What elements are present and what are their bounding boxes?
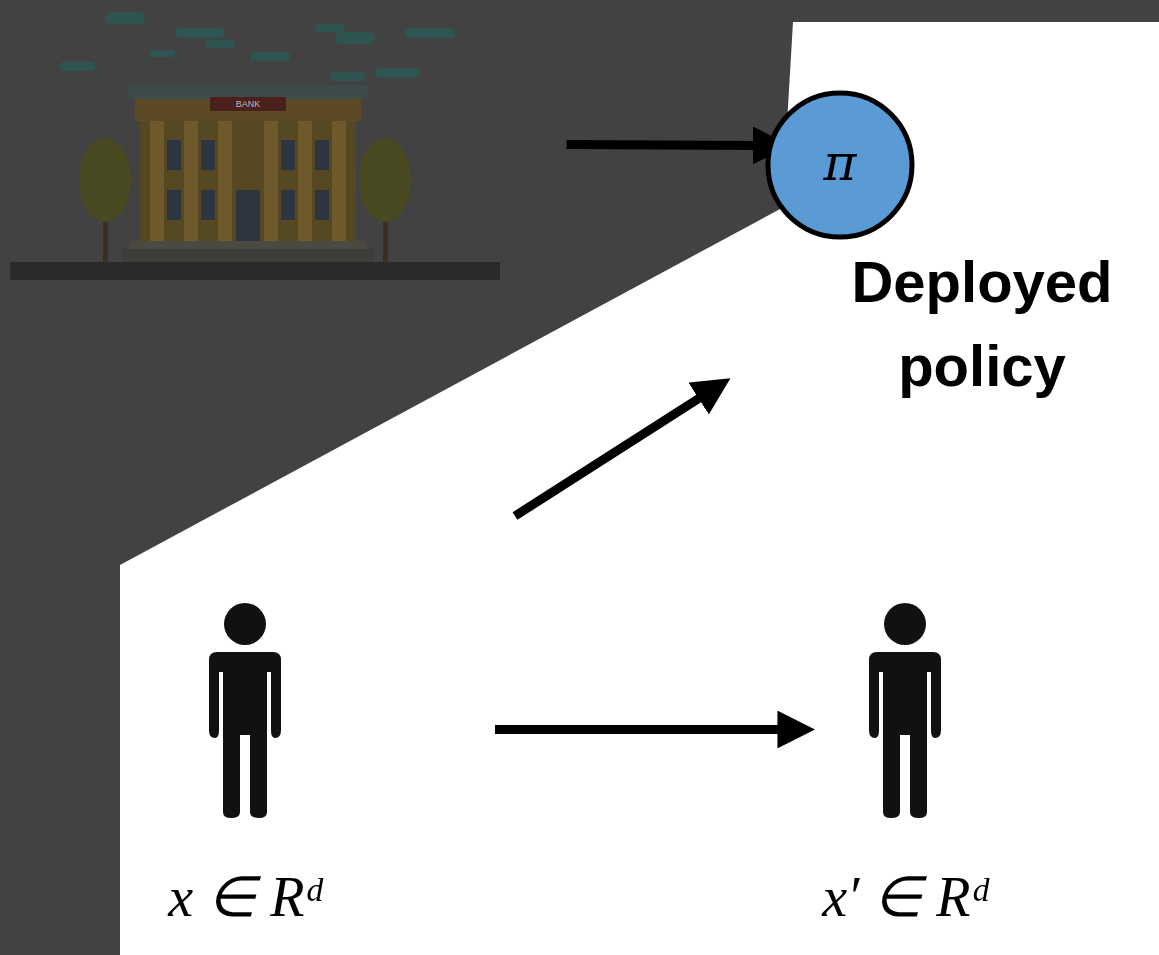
node-caption: Deployed policy xyxy=(827,240,1137,408)
bank-node: BANK xyxy=(130,85,366,260)
math-label: x′ ∈ Rᵈ xyxy=(785,862,1025,932)
white-region xyxy=(120,22,1159,955)
policy-circle: πDeployed policy xyxy=(765,90,915,240)
math-label: x ∈ Rᵈ xyxy=(125,862,365,932)
sign-text: BANK xyxy=(210,97,286,111)
person-icon xyxy=(145,600,345,820)
arrow-connector xyxy=(495,725,785,734)
person-node: x′ ∈ Rᵈ xyxy=(805,600,1005,950)
arrow-connector xyxy=(515,395,705,517)
arrow-connector xyxy=(567,145,761,146)
person-icon xyxy=(805,600,1005,820)
policy-symbol: π xyxy=(765,90,915,240)
bank-illustration xyxy=(10,12,500,280)
person-node: x ∈ Rᵈ xyxy=(145,600,345,950)
